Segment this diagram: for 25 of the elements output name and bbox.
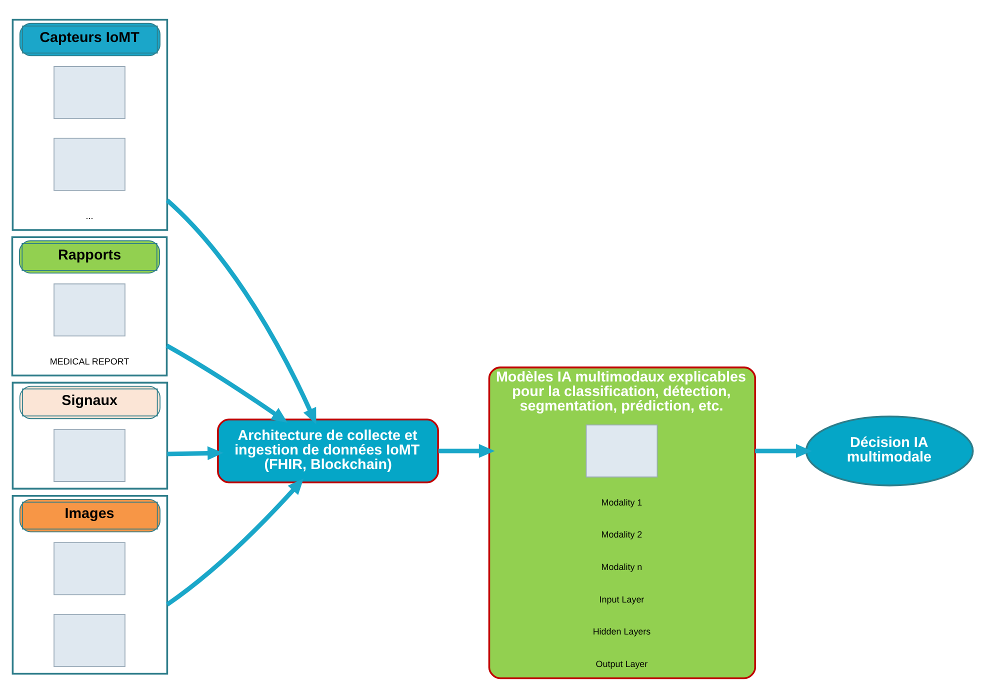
arrow — [166, 198, 316, 424]
node-box — [54, 614, 126, 666]
node-box — [54, 282, 126, 336]
node-box — [54, 137, 126, 190]
label: Modality 2 — [601, 529, 642, 540]
label: Output Layer — [596, 658, 648, 668]
cluster: Signaux — [12, 381, 168, 490]
arrow — [167, 446, 224, 460]
label: Modality 1 — [601, 496, 642, 507]
node-box — [586, 424, 658, 477]
label: MEDICAL REPORT — [50, 356, 130, 366]
label: Input Layer — [599, 594, 644, 604]
node-box — [54, 66, 126, 119]
arrow — [164, 343, 288, 422]
label: ... — [86, 210, 94, 220]
label: Modality n — [601, 561, 642, 572]
node-box: Architecture de collecte et ingestion de données IoMT (FHIR, Blockchain) — [217, 418, 439, 483]
arrow — [438, 443, 495, 458]
node-ellipse: Décision IA multimodale — [805, 415, 974, 486]
arrow — [166, 478, 304, 606]
node-box — [54, 428, 126, 482]
label: Hidden Layers — [592, 626, 651, 636]
cluster: Images — [12, 494, 168, 674]
arrow — [755, 443, 812, 458]
node-box — [54, 542, 126, 595]
